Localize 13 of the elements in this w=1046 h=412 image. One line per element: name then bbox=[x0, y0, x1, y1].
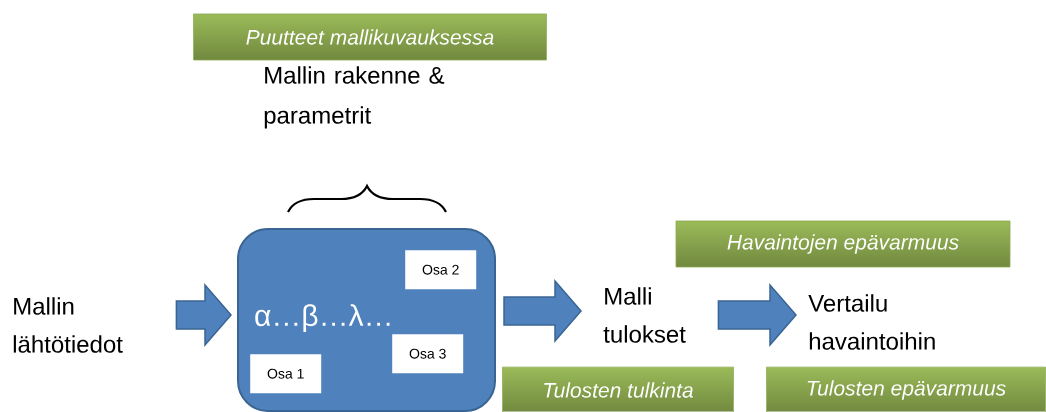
part-box: Osa 3 bbox=[392, 334, 464, 374]
block-arrow bbox=[717, 283, 797, 347]
text-label: Vertailu havaintoihin bbox=[808, 294, 935, 350]
text-label: Malli tulokset bbox=[603, 287, 686, 343]
note-box: Puutteet mallikuvauksessa bbox=[193, 13, 547, 61]
note-box: Tulosten epävarmuus bbox=[766, 366, 1046, 412]
note-box: Tulosten tulkinta bbox=[502, 366, 734, 412]
note-box: Havaintojen epävarmuus bbox=[675, 220, 1011, 268]
block-arrow bbox=[503, 279, 582, 344]
part-box: Osa 2 bbox=[405, 250, 477, 290]
text-label: Mallin lähtötiedot bbox=[13, 297, 123, 353]
block-arrow bbox=[175, 283, 232, 347]
part-box: Osa 1 bbox=[250, 354, 322, 394]
